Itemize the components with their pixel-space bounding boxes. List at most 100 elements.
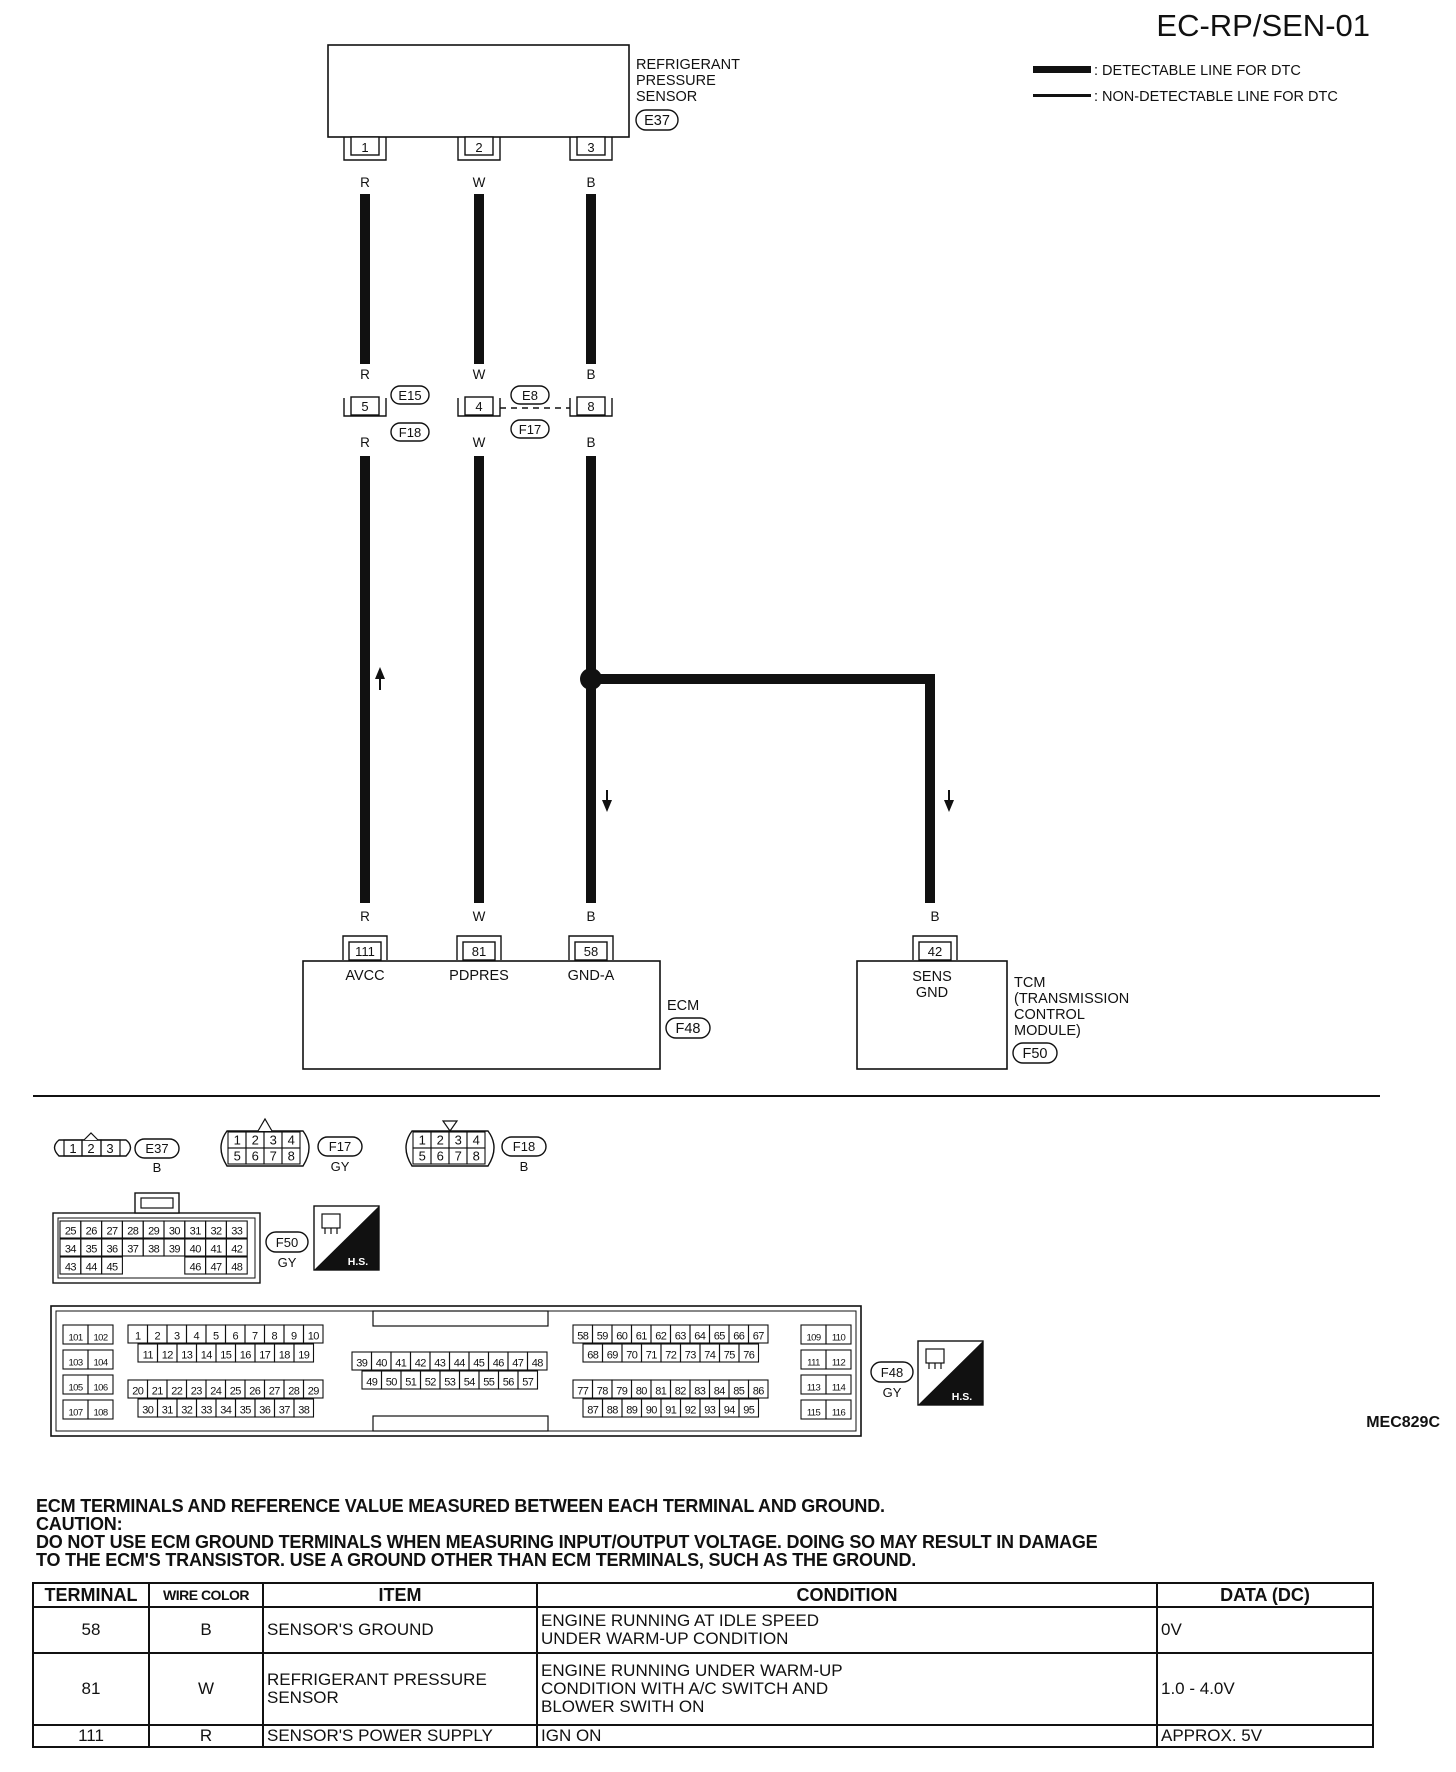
connector-pin-label: 111 [807, 1358, 820, 1369]
connector-view-e37: 1 2 3 E37 B [53, 1132, 180, 1175]
cell-data: 1.0 - 4.0V [1156, 1652, 1374, 1726]
connector-pin-label: 86 [753, 1386, 765, 1398]
connector-pin-label: 54 [464, 1377, 476, 1389]
joint-f17-code: F17 [519, 422, 541, 437]
connector-pin-label: 8 [271, 1331, 277, 1343]
connector-pin-label: 43 [65, 1262, 77, 1274]
connector-pin-label: 65 [714, 1331, 726, 1343]
table-row: 58 B SENSOR'S GROUND ENGINE RUNNING AT I… [32, 1606, 1374, 1654]
wire-w-label-joint-top: W [473, 367, 486, 382]
connector-pin-label: 58 [577, 1331, 589, 1343]
wire-w-label-joint-bottom: W [473, 435, 486, 450]
connector-pin-label: 27 [106, 1226, 118, 1238]
connector-pin-cell [825, 1349, 852, 1370]
cell-terminal: 81 [32, 1652, 150, 1726]
connector-pin-label: 87 [587, 1405, 599, 1417]
tcm-pin-label-2: GND [916, 985, 948, 1001]
connector-pin-label: 9 [291, 1331, 297, 1343]
harness-side-icon: H.S. [313, 1205, 380, 1271]
connector-pin-cell [225, 1238, 248, 1257]
svg-text:4: 4 [475, 399, 482, 414]
header-terminal: TERMINAL [32, 1582, 150, 1608]
wire-r-label-ecm: R [360, 909, 370, 924]
connector-pin-cell [738, 1343, 760, 1363]
sensor-pins: 1 2 3 [343, 136, 613, 161]
connector-pin-label: 1 [234, 1133, 241, 1148]
ecm-label-gnda: GND-A [568, 968, 615, 984]
connector-pin-label: 32 [181, 1405, 193, 1417]
connector-pin-label: 21 [152, 1386, 164, 1398]
connector-pin-cell [87, 1399, 114, 1420]
connector-pin-label: 79 [616, 1386, 628, 1398]
connector-pin-label: 37 [127, 1244, 139, 1256]
e37-view-badge [134, 1138, 180, 1159]
connector-pin-label: 17 [259, 1350, 271, 1362]
cell-condition: ENGINE RUNNING UNDER WARM-UP CONDITION W… [536, 1652, 1158, 1726]
ecm-terminal-58: 58 [568, 935, 614, 961]
sensor-connector-code: E37 [644, 113, 670, 129]
connector-pin-label: 74 [704, 1350, 716, 1362]
table-row: 111 R SENSOR'S POWER SUPPLY IGN ON APPRO… [32, 1724, 1374, 1748]
cell-wire-color: R [148, 1724, 264, 1748]
f50-view-code: F50 [276, 1235, 298, 1250]
connector-pin-label: 30 [142, 1405, 154, 1417]
connector-pin-cell [302, 1379, 324, 1399]
connector-pin-label: 93 [704, 1405, 716, 1417]
connector-pin-label: 88 [607, 1405, 619, 1417]
connector-pin-cell [293, 1343, 315, 1363]
connector-pin-label: 43 [434, 1358, 446, 1370]
svg-text:5: 5 [361, 399, 368, 414]
connector-pin-label: 60 [616, 1331, 628, 1343]
refrigerant-pressure-sensor: REFRIGERANT PRESSURE SENSOR E37 [327, 44, 740, 138]
svg-text:8: 8 [587, 399, 594, 414]
connector-pin-label: 3 [455, 1133, 462, 1148]
connector-pin-label: 107 [68, 1408, 82, 1419]
e37-view-code: E37 [145, 1141, 168, 1156]
connector-pin-cell [225, 1220, 248, 1239]
connector-pin-cell [526, 1351, 548, 1371]
joint-f17-badge [510, 419, 550, 439]
wire-w-lower [474, 456, 484, 903]
connector-pin-label: 35 [86, 1244, 98, 1256]
joint-f18-badge [390, 422, 430, 442]
connector-pin-cell [825, 1399, 852, 1420]
connector-pin-label: 40 [376, 1358, 388, 1370]
svg-text:58: 58 [584, 944, 598, 959]
wire-w-upper [474, 194, 484, 364]
connector-pin-label: 36 [106, 1244, 118, 1256]
sensor-pin-2: 2 [457, 136, 501, 161]
connector-pin-label: 50 [386, 1377, 398, 1389]
connector-pin-label: 104 [93, 1358, 107, 1369]
connector-pin-label: 95 [743, 1405, 755, 1417]
svg-text:2: 2 [87, 1141, 94, 1156]
svg-text:81: 81 [472, 944, 486, 959]
wire-r-label-top: R [360, 175, 370, 190]
legend-nondetectable-label: : NON-DETECTABLE LINE FOR DTC [1094, 89, 1338, 105]
cell-wire-color: W [148, 1652, 264, 1726]
connector-pin-label: 3 [270, 1133, 277, 1148]
ecm-pins: 111 81 58 [342, 935, 614, 961]
connector-pin-label: 77 [577, 1386, 589, 1398]
connector-pin-label: 48 [231, 1262, 243, 1274]
connector-pin-label: 42 [415, 1358, 427, 1370]
connector-pin-label: 76 [743, 1350, 755, 1362]
cell-condition: ENGINE RUNNING AT IDLE SPEED UNDER WARM-… [536, 1606, 1158, 1654]
figure-code: MEC829C [1366, 1414, 1440, 1431]
svg-text:2: 2 [475, 140, 482, 155]
connector-pin-label: 53 [444, 1377, 456, 1389]
connector-pin-label: 3 [174, 1331, 180, 1343]
connector-pin-label: 64 [694, 1331, 706, 1343]
connector-pin-label: 38 [298, 1405, 310, 1417]
connector-pin-label: 1 [135, 1331, 141, 1343]
arrow-up-icon [375, 667, 385, 690]
connector-pin-label: 6 [252, 1149, 259, 1164]
f48-view-badge [870, 1361, 914, 1383]
connector-pin-label: 63 [675, 1331, 687, 1343]
connector-pin-label: 7 [455, 1149, 462, 1164]
table-row: 81 W REFRIGERANT PRESSURE SENSOR ENGINE … [32, 1652, 1374, 1726]
f50-view-badge [265, 1231, 309, 1253]
ecm-body [302, 960, 661, 1070]
